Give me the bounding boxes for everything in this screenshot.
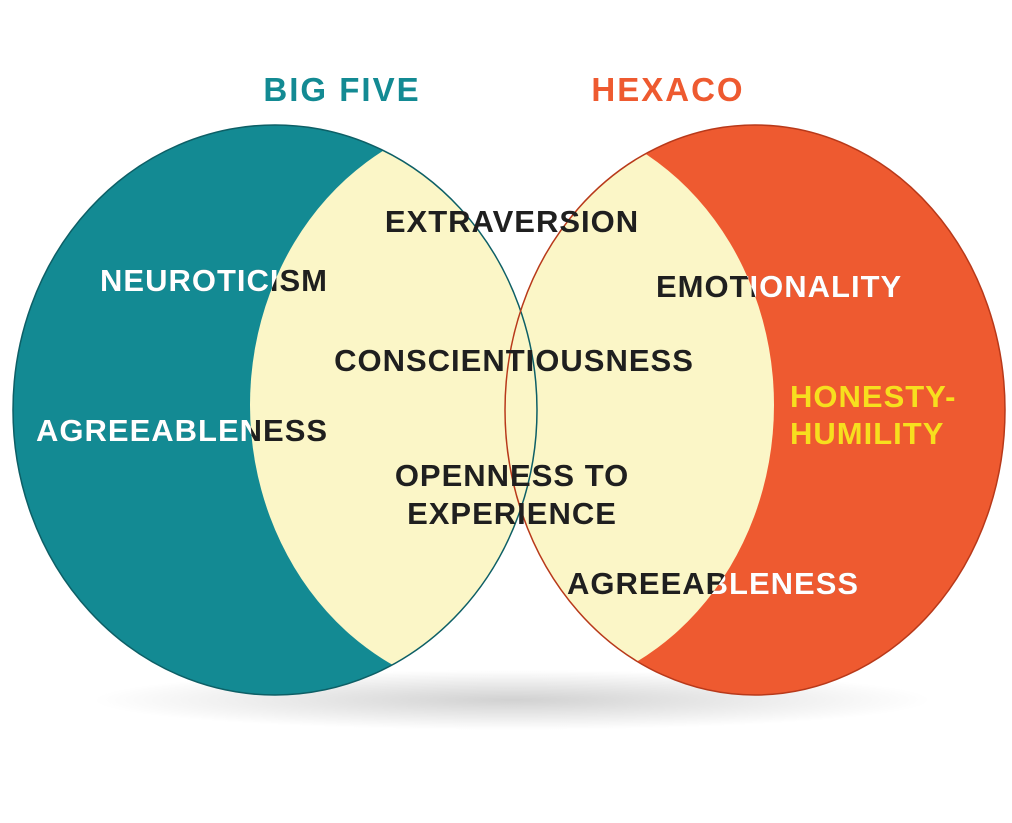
- neuroticism-text-dark: NEUROTICISM: [100, 263, 328, 298]
- hexaco-outline: [504, 124, 1006, 696]
- agreeableness-hexaco-text-dark: AGREEABLENESS: [567, 566, 859, 601]
- conscientiousness-label: CONSCIENTIOUSNESS: [334, 343, 694, 378]
- honesty-humility-label-line1: HONESTY-: [790, 379, 956, 414]
- big-five-outline: [12, 124, 538, 696]
- neuroticism-label: NEUROTICISM: [100, 263, 328, 298]
- big-five-title: BIG FIVE: [263, 71, 420, 108]
- openness-label-line1: OPENNESS TO: [395, 458, 629, 493]
- agreeableness-big-five-label: AGREEABLENESS: [36, 413, 328, 448]
- extraversion-label: EXTRAVERSION: [385, 204, 639, 239]
- emotionality-text-dark: EMOTIONALITY: [656, 269, 902, 304]
- agreeableness-big-five-text-dark: AGREEABLENESS: [36, 413, 328, 448]
- honesty-humility-label-line2: HUMILITY: [790, 416, 944, 451]
- openness-label-line2: EXPERIENCE: [407, 496, 617, 531]
- hexaco-title: HEXACO: [591, 71, 744, 108]
- overlap-right-part: [505, 125, 774, 695]
